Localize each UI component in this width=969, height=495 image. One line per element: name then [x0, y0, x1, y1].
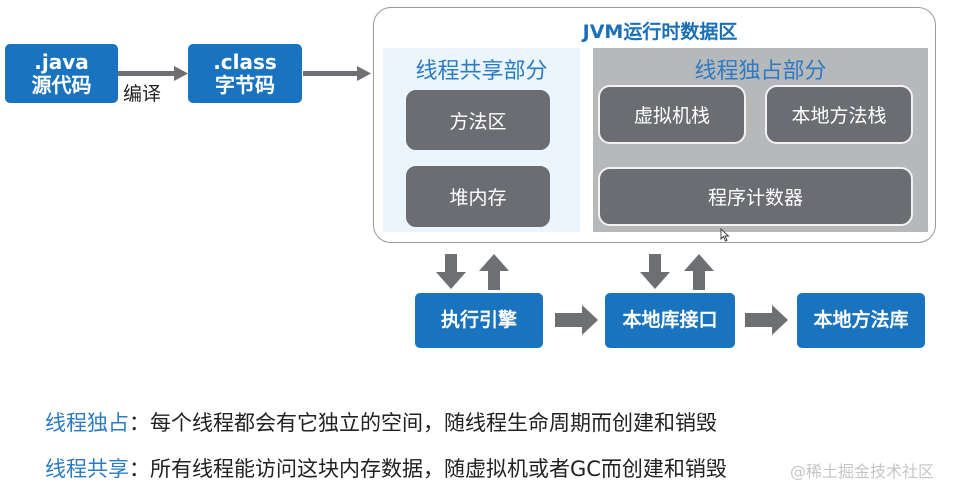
- native-interface-up-arrow-icon: [684, 254, 714, 290]
- mouse-cursor-icon: [720, 228, 730, 242]
- exec-engine-up-arrow-icon: [479, 254, 509, 290]
- note-sep: ：: [129, 457, 150, 481]
- exec-to-interface-arrow-icon: [555, 305, 598, 335]
- java-source-box: .java 源代码: [5, 44, 118, 103]
- note-term: 线程共享: [45, 457, 129, 481]
- native-interface-down-arrow-icon: [640, 254, 670, 289]
- note-thread-shared: 线程共享：所有线程能访问这块内存数据，随虚拟机或者GC而创建和销毁: [45, 453, 727, 483]
- bytecode-ext: .class: [213, 50, 277, 75]
- java-source-ext: .java: [34, 50, 89, 75]
- native-library-interface-box: 本地库接口: [605, 293, 735, 348]
- note-thread-exclusive: 线程独占：每个线程都会有它独立的空间，随线程生命周期而创建和销毁: [45, 407, 717, 437]
- exec-engine-down-arrow-icon: [436, 254, 466, 289]
- java-source-label: 源代码: [31, 72, 92, 97]
- jvm-runtime-title: JVM运行时数据区: [582, 21, 738, 43]
- native-method-library-box: 本地方法库: [797, 293, 925, 348]
- program-counter-box: 程序计数器: [598, 167, 913, 226]
- method-area-box: 方法区: [404, 88, 552, 152]
- note-sep: ：: [129, 411, 150, 435]
- thread-exclusive-title: 线程独占部分: [694, 59, 827, 84]
- load-arrow-icon: [303, 66, 371, 81]
- bytecode-label: 字节码: [215, 72, 275, 97]
- native-method-stack-box: 本地方法栈: [765, 85, 913, 144]
- note-term: 线程独占: [45, 411, 129, 435]
- compile-label: 编译: [123, 83, 162, 105]
- vm-stack-box: 虚拟机栈: [598, 85, 746, 144]
- note-desc: 所有线程能访问这块内存数据，随虚拟机或者GC而创建和销毁: [150, 457, 727, 481]
- note-desc: 每个线程都会有它独立的空间，随线程生命周期而创建和销毁: [150, 411, 717, 435]
- execution-engine-box: 执行引擎: [415, 293, 543, 348]
- compile-arrow-icon: [118, 66, 188, 81]
- heap-memory-box: 堆内存: [404, 164, 552, 229]
- thread-shared-title: 线程共享部分: [415, 59, 548, 84]
- bytecode-box: .class 字节码: [188, 44, 302, 103]
- interface-to-library-arrow-icon: [745, 305, 788, 335]
- watermark: @稀土掘金技术社区: [790, 462, 935, 481]
